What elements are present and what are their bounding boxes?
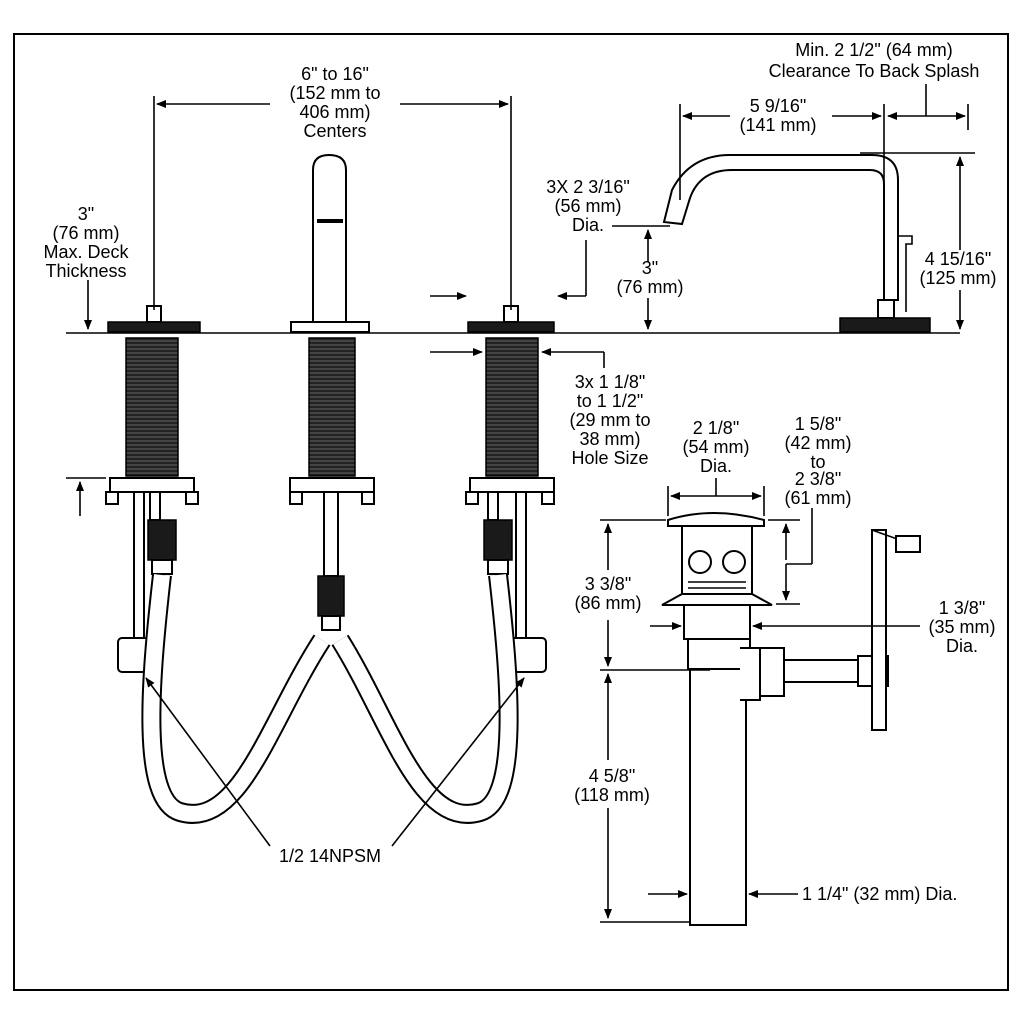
dimension-labels: 6" to 16" (152 mm to 406 mm) Centers 3" … [43, 40, 996, 904]
dimension-lines [66, 84, 975, 923]
deck-label-1: 3" [78, 204, 94, 224]
base-dia-label-1: 3X 2 3/16" [546, 177, 629, 197]
drawing-border [13, 33, 1009, 991]
hole-size-label-5: Hole Size [571, 448, 648, 468]
pop-up-drain [661, 512, 921, 926]
drain-range-label-1: 1 5/8" [795, 414, 841, 434]
drain-range-label-4: 2 3/8" [795, 469, 841, 489]
clearance-label-2: Clearance To Back Splash [769, 61, 980, 81]
right-handle-valve [465, 305, 555, 673]
deck-label-4: Thickness [45, 261, 126, 281]
reach-label-2: (141 mm) [739, 115, 816, 135]
tailpiece-label-2: (118 mm) [574, 785, 650, 805]
hole-size-label-3: (29 mm to [569, 410, 650, 430]
drain-body-label-2: (86 mm) [575, 593, 642, 613]
drain-top-dia-label-2: (54 mm) [683, 437, 750, 457]
drain-dia-label-2: (35 mm) [929, 617, 996, 637]
centers-label-3: 406 mm) [299, 102, 370, 122]
spout-side-view [662, 154, 931, 333]
deck-label-2: (76 mm) [53, 223, 120, 243]
drain-range-label-5: (61 mm) [785, 488, 852, 508]
hole-size-label-4: 38 mm) [579, 429, 640, 449]
centers-label-1: 6" to 16" [301, 64, 369, 84]
base-dia-label-2: (56 mm) [555, 196, 622, 216]
drain-body-label-1: 3 3/8" [585, 574, 631, 594]
drain-top-dia-label-3: Dia. [700, 456, 732, 476]
tailpiece-label-1: 4 5/8" [589, 766, 635, 786]
reach-label-1: 5 9/16" [750, 96, 806, 116]
hole-size-label-2: to 1 1/2" [577, 391, 643, 411]
spout-height-label-1: 3" [642, 258, 658, 278]
center-spout [289, 153, 375, 631]
supply-hoses [141, 573, 519, 824]
drain-top-dia-label-1: 2 1/8" [693, 418, 739, 438]
centers-label-4: Centers [303, 121, 366, 141]
drain-dia-label-1: 1 3/8" [939, 598, 985, 618]
base-dia-label-3: Dia. [572, 215, 604, 235]
drain-range-label-3: to [810, 452, 825, 472]
centers-label-2: (152 mm to [289, 83, 380, 103]
hole-size-label-1: 3x 1 1/8" [575, 372, 645, 392]
drain-range-label-2: (42 mm) [785, 433, 852, 453]
spout-height-label-2: (76 mm) [617, 277, 684, 297]
connection-label: 1/2 14NPSM [279, 846, 381, 866]
clearance-label-1: Min. 2 1/2" (64 mm) [795, 40, 952, 60]
deck-label-3: Max. Deck [43, 242, 129, 262]
tail-dia-label: 1 1/4" (32 mm) Dia. [802, 884, 957, 904]
drain-dia-label-3: Dia. [946, 636, 978, 656]
total-height-label-1: 4 15/16" [925, 249, 991, 269]
left-handle-valve [105, 305, 201, 673]
total-height-label-2: (125 mm) [919, 268, 996, 288]
